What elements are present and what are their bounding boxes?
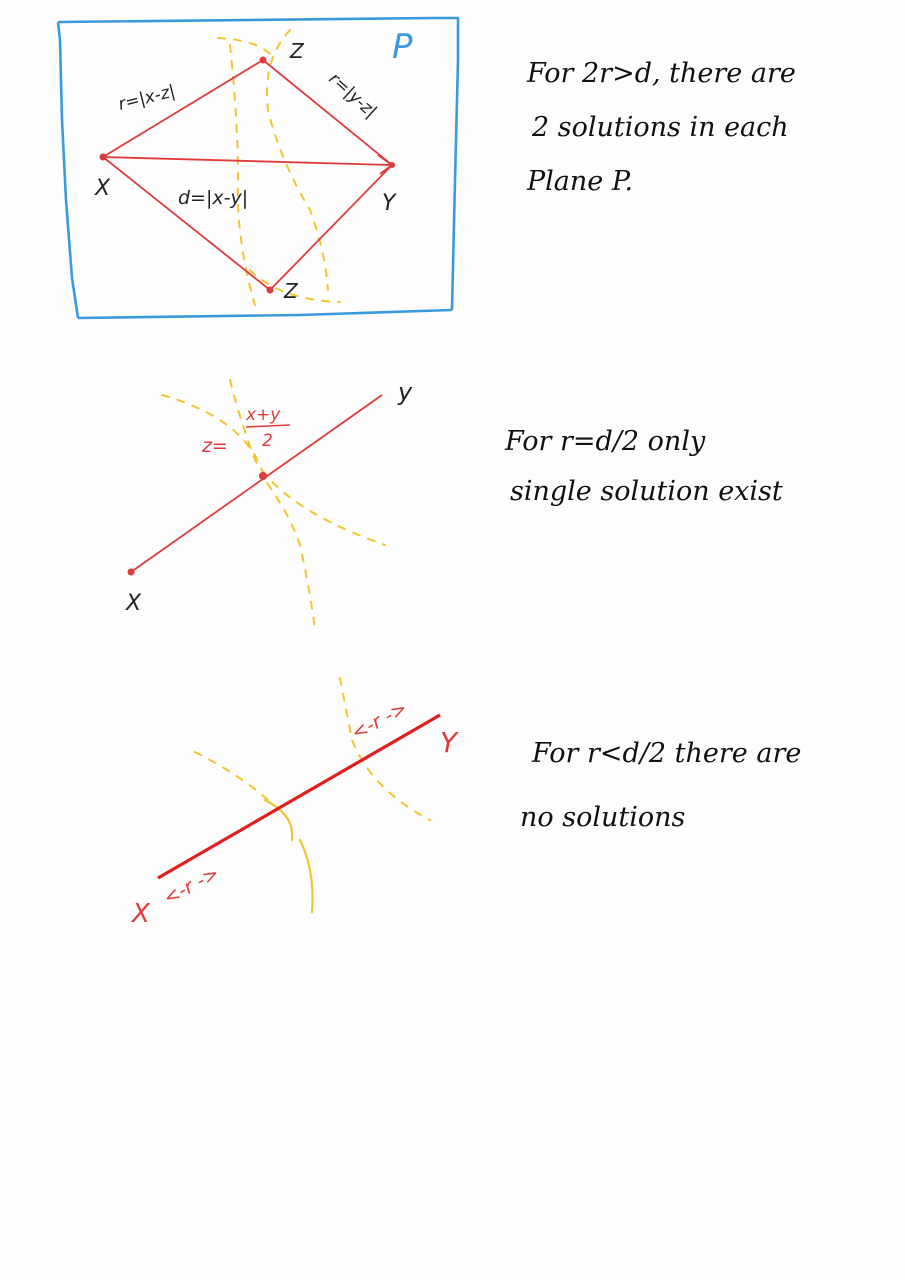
note1-line3: Plane P. (526, 166, 633, 197)
z-fraction-bar (245, 424, 291, 428)
panel-no-solutions: X Y <-r -> <-r -> (130, 677, 459, 929)
circle-arc-lower (249, 269, 341, 303)
circle-arc-around-y (265, 29, 329, 291)
plane-p-rectangle (56, 16, 460, 320)
segment-z-bottom-y (269, 164, 393, 291)
point-z-top-label: Z (289, 39, 305, 63)
point-x-label: X (94, 176, 111, 201)
circle-arc-from-x (161, 394, 316, 631)
note2-line1: For r=d/2 only (504, 426, 706, 457)
note2-line2: single solution exist (510, 476, 783, 507)
plane-label: P (392, 27, 413, 67)
point-y-label-panel3: Y (440, 726, 459, 759)
segment-x-z-top (102, 59, 264, 158)
circle-arc-around-x (217, 37, 276, 306)
point-y-label: Y (382, 191, 397, 216)
note1-line1: For 2r>d, there are (526, 58, 796, 89)
point-y-dot (389, 162, 395, 168)
panel-single-solution: X y z= x+y 2 (125, 378, 413, 631)
z-fraction-denominator: 2 (262, 431, 273, 451)
point-z-bottom-label: Z (283, 279, 299, 303)
panel3-note: For r<d/2 there are no solutions (520, 738, 801, 833)
label-d-x-y: d=|x-y| (178, 187, 248, 209)
point-x-dot (99, 153, 107, 161)
circle-arc-around-x-solid (263, 798, 314, 914)
point-x-dot-panel2 (127, 568, 135, 576)
segment-x-z-bottom (102, 156, 271, 291)
label-r-x-z: r=|x-z| (116, 81, 177, 114)
point-x-label-panel3: X (130, 899, 151, 929)
note3-line2: no solutions (520, 802, 685, 833)
circle-arc-around-y-panel3 (339, 677, 431, 821)
segment-z-top-y (262, 59, 393, 166)
panel-plane-two-solutions: P X Y Z Z r=|x-z| r=|y-z| d=|x-y| (56, 16, 460, 320)
radius-arrow-label-x: <-r -> (160, 862, 223, 909)
midpoint-z-dot (259, 472, 267, 480)
note1-line2: 2 solutions in each (531, 112, 789, 143)
point-x-label-panel2: X (125, 591, 142, 616)
circle-arc-around-x-dashed (194, 751, 269, 801)
point-z-top-dot (259, 56, 267, 64)
segment-x-y-panel3 (157, 713, 441, 880)
point-z-bottom-dot (266, 286, 274, 294)
label-r-y-z: r=|y-z| (325, 69, 381, 122)
note3-line1: For r<d/2 there are (531, 738, 801, 769)
z-equals-label: z= (201, 435, 228, 457)
panel2-note: For r=d/2 only single solution exist (504, 426, 783, 507)
panel1-note: For 2r>d, there are 2 solutions in each … (526, 58, 796, 197)
z-fraction-numerator: x+y (245, 405, 281, 425)
point-y-label-panel2: y (397, 378, 413, 406)
segment-x-y-panel2 (130, 394, 383, 573)
segment-x-y (102, 156, 393, 166)
